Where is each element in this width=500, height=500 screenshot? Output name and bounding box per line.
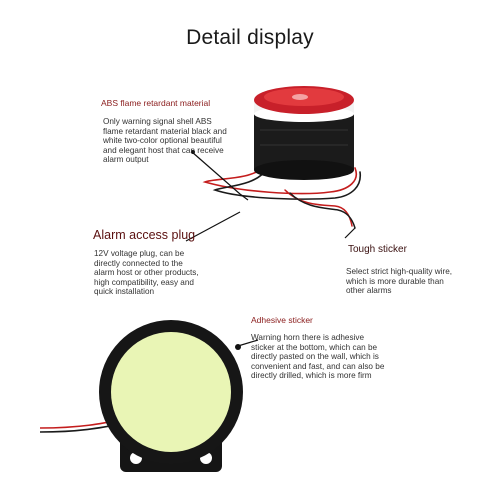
callout-adhesive-text: Warning horn there is adhesive sticker a…: [251, 333, 385, 381]
pointer-dot-abs: [191, 150, 195, 154]
callout-plug-text: 12V voltage plug, can be directly connec…: [94, 249, 199, 297]
siren-bottom-view: [39, 320, 243, 472]
callout-plug-label: Alarm access plug: [93, 228, 196, 242]
wire-bundle: [202, 167, 361, 229]
callout-tough-text: Select strict high-quality wire, which i…: [346, 267, 453, 296]
callout-adhesive-label: Adhesive sticker: [251, 315, 313, 325]
page-title: Detail display: [186, 26, 314, 49]
callout-abs-label: ABS flame retardant material: [101, 98, 211, 108]
pointer-lines: [185, 151, 356, 347]
siren-top-view: [254, 86, 354, 180]
pointer-dot-adhesive: [235, 344, 241, 350]
callout-tough-label: Tough sticker: [348, 244, 407, 255]
callout-abs-text: Only warning signal shell ABS flame reta…: [103, 117, 227, 165]
